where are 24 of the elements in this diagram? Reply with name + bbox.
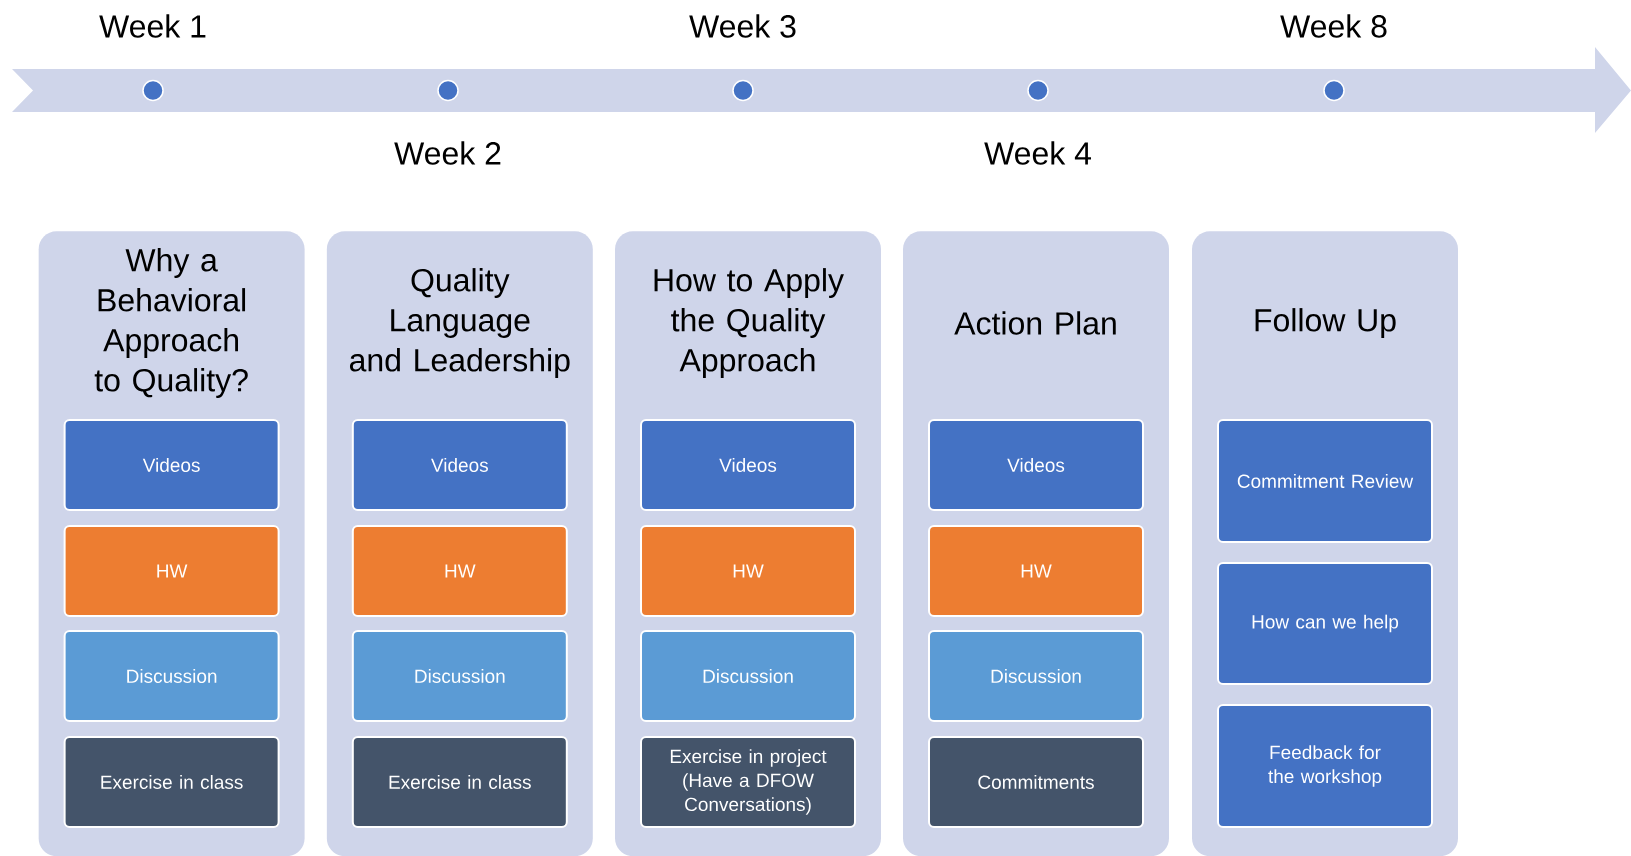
- activity-box: How can we help: [1217, 562, 1433, 685]
- activity-box: Videos: [351, 419, 568, 511]
- activity-box: Videos: [640, 419, 856, 511]
- activity-box: Discussion: [640, 630, 856, 722]
- week-label: Week 3: [689, 14, 796, 38]
- week-label: Week 2: [394, 141, 501, 165]
- activity-box: Exercise in class: [351, 736, 568, 828]
- week-label: Week 1: [99, 14, 206, 38]
- activity-box: HW: [351, 525, 568, 617]
- activity-box: Discussion: [63, 630, 280, 722]
- activity-box: Commitments: [928, 736, 1144, 828]
- activity-box: Discussion: [928, 630, 1144, 722]
- activity-box: HW: [63, 525, 280, 617]
- activity-box: HW: [928, 525, 1144, 617]
- activity-box: Feedback for the workshop: [1217, 704, 1433, 828]
- activity-box: Exercise in project (Have a DFOW Conversations): [640, 736, 856, 828]
- activity-box: Discussion: [351, 630, 568, 722]
- week-label: Week 4: [984, 141, 1091, 165]
- activity-box: Exercise in class: [63, 736, 280, 828]
- activity-box: Videos: [63, 419, 280, 511]
- activity-box: Videos: [928, 419, 1144, 511]
- week-label: Week 8: [1280, 14, 1387, 38]
- activity-box: Commitment Review: [1217, 419, 1433, 543]
- activity-box: HW: [640, 525, 856, 617]
